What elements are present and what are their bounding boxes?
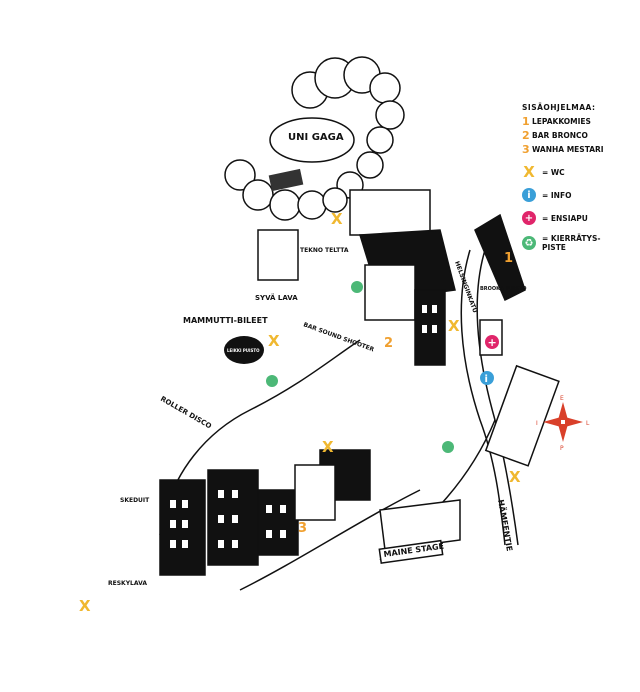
place-puisto: BROOKA PUISTO <box>480 286 527 292</box>
balloon <box>224 336 264 364</box>
place-uni-gaga: UNI GAGA <box>288 132 344 143</box>
compass-rose: E P I L <box>536 395 590 452</box>
place-syva-lava: SYVÄ LAVA <box>255 293 298 302</box>
venue-marker-3: 3 <box>298 521 307 536</box>
compass-w: I <box>536 420 538 427</box>
park-trees <box>224 56 405 221</box>
compass-s: E <box>560 395 564 402</box>
recycling-icon: ♻ <box>522 236 536 250</box>
first-aid-icon: + <box>485 335 499 349</box>
place-skeduit: SKEDUIT <box>120 497 150 504</box>
wc-x-icon: X <box>322 438 334 456</box>
place-leikkipuisto: LEIKKI PUISTO <box>227 348 260 353</box>
place-roller-disco: ROLLER DISCO <box>159 395 213 431</box>
legend-title: SISÄOHJELMAA: <box>522 103 596 112</box>
roads <box>159 249 519 591</box>
wc-x-icon: X <box>268 332 280 350</box>
compass-n: P <box>560 445 564 452</box>
buildings <box>159 189 560 576</box>
wc-x-icon: X <box>509 468 521 486</box>
venue-marker-1: 1 <box>504 251 513 266</box>
place-bar-sound: BAR SOUND SHOOTER <box>302 321 375 353</box>
maine-stage-sign <box>378 539 444 564</box>
recycling-icon <box>351 281 363 293</box>
first-aid-icon: + <box>522 211 536 225</box>
info-icon: i <box>480 371 494 385</box>
wc-x-icon: X <box>448 317 460 335</box>
wc-x-icon: X <box>79 597 91 615</box>
venue-marker-2: 2 <box>384 336 393 351</box>
bench <box>268 168 304 192</box>
legend-info: i= INFO <box>522 188 637 202</box>
svg-text:i: i <box>485 374 488 385</box>
place-tekno-teltta: TEKNO TELTTA <box>300 247 349 254</box>
legend-recycling: ♻= KIERRÄTYS-PISTE <box>522 234 637 252</box>
info-icon: i <box>522 188 536 202</box>
svg-text:+: + <box>488 336 497 349</box>
wc-x-icon: X <box>331 210 343 228</box>
legend-first-aid: += ENSIAPU <box>522 211 637 225</box>
recycling-icon <box>442 441 454 453</box>
compass-e: L <box>586 420 590 427</box>
place-mammutti-bileet: MAMMUTTI-BILEET <box>183 316 268 325</box>
wc-x-icon: X <box>523 163 535 181</box>
recycling-icon <box>266 375 278 387</box>
place-reskylava: RESKYLAVA <box>108 580 147 587</box>
windows <box>170 305 437 548</box>
legend-wc: X= WC <box>523 163 565 181</box>
